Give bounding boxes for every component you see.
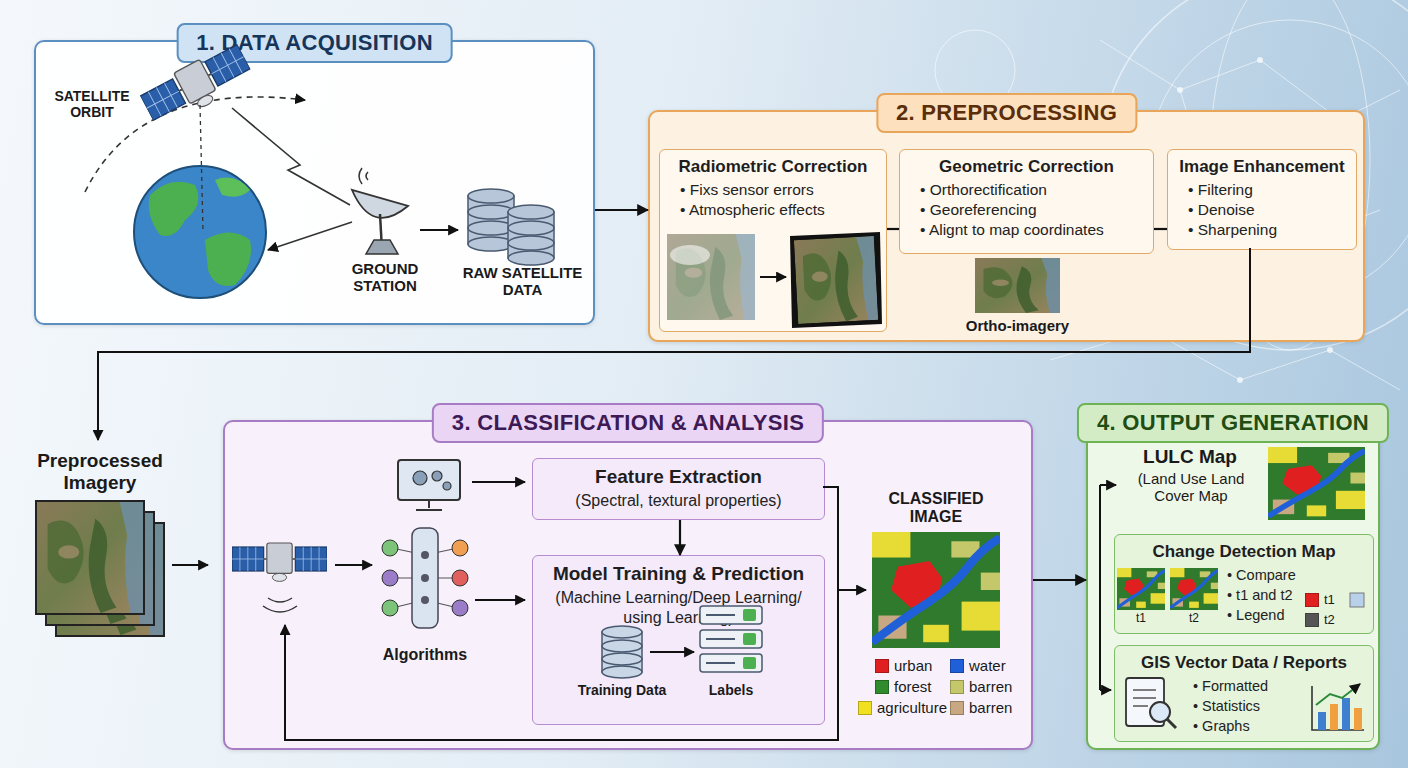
legend-item: t1 bbox=[1305, 592, 1335, 607]
box-text: (Spectral, textural properties) bbox=[533, 491, 824, 511]
legend-text: barren bbox=[969, 699, 1012, 716]
box-text: (Machine Learning/Deep Learning/ using L… bbox=[533, 588, 824, 628]
process-box: Radiometric Correction • Fixs sensor erro… bbox=[659, 149, 887, 332]
legend-text: barren bbox=[969, 678, 1012, 695]
process-box: Feature Extraction (Spectral, textural pr… bbox=[532, 458, 825, 520]
panel-heading: 1. DATA ACQUISITION bbox=[176, 23, 453, 63]
box-text: • Fixs sensor errors bbox=[660, 180, 886, 200]
preprocessed-image-stack bbox=[172, 564, 208, 566]
legend-swatch bbox=[1305, 593, 1319, 607]
legend-text: t2 bbox=[1324, 612, 1335, 627]
flow-connector bbox=[1033, 579, 1086, 581]
text-label: GROUND STATION bbox=[338, 260, 432, 295]
legend-item: t2 bbox=[1305, 612, 1335, 627]
legend-item: urban bbox=[875, 657, 932, 674]
preprocessed-image-stack bbox=[57, 524, 163, 635]
preprocessed-image-stack bbox=[37, 502, 143, 613]
text-label: Ortho-imagery bbox=[960, 317, 1075, 334]
legend-swatch bbox=[1305, 613, 1319, 627]
legend-item: forest bbox=[875, 678, 932, 695]
background-dots bbox=[1327, 347, 1333, 353]
box-text: • Filtering bbox=[1168, 180, 1356, 200]
box-text: • Graphs bbox=[1115, 716, 1373, 736]
legend-swatch bbox=[950, 701, 964, 715]
panel-heading: 4. OUTPUT GENERATION bbox=[1077, 403, 1389, 443]
process-box: Image Enhancement • Filtering• Denoise• S… bbox=[1167, 149, 1357, 250]
text-label: Training Data bbox=[567, 682, 677, 698]
legend-text: water bbox=[969, 657, 1006, 674]
box-text: • Formatted bbox=[1115, 676, 1373, 696]
box-heading: Model Training & Prediction bbox=[533, 556, 824, 585]
legend-swatch bbox=[875, 680, 889, 694]
text-label: RAW SATELLITE DATA bbox=[455, 264, 590, 299]
legend-text: forest bbox=[894, 678, 932, 695]
legend-item: barren bbox=[950, 678, 1012, 695]
box-text: • Georeferencing bbox=[900, 200, 1153, 220]
text-label: t1 bbox=[1128, 612, 1154, 626]
legend-swatch bbox=[950, 659, 964, 673]
process-box: Geometric Correction • Orthorectification… bbox=[899, 149, 1154, 254]
box-text: • Statistics bbox=[1115, 696, 1373, 716]
box-text: • Orthorectification bbox=[900, 180, 1153, 200]
text-label: SATELLITE ORBIT bbox=[42, 88, 142, 120]
preprocessed-image-stack bbox=[35, 500, 145, 615]
legend-swatch bbox=[858, 701, 872, 715]
box-text: • Denoise bbox=[1168, 200, 1356, 220]
legend-item: water bbox=[950, 657, 1006, 674]
process-box: GIS Vector Data / Reports • Formatted• St… bbox=[1114, 645, 1374, 742]
text-label: (Land Use Land Cover Map bbox=[1122, 470, 1260, 505]
background-dots bbox=[1177, 87, 1183, 93]
box-heading: Change Detection Map bbox=[1115, 535, 1373, 562]
panel-heading: 3. CLASSIFICATION & ANALYSIS bbox=[432, 403, 824, 443]
text-label: CLASSIFIED IMAGE bbox=[872, 490, 1000, 527]
text-label: Algorithms bbox=[375, 646, 475, 664]
box-heading: Geometric Correction bbox=[900, 150, 1153, 177]
preprocessed-image-stack bbox=[35, 500, 208, 637]
process-box: Model Training & Prediction (Machine Lear… bbox=[532, 555, 825, 725]
box-heading: GIS Vector Data / Reports bbox=[1115, 646, 1373, 673]
box-heading: Image Enhancement bbox=[1168, 150, 1356, 177]
box-heading: Radiometric Correction bbox=[660, 150, 886, 177]
legend-text: urban bbox=[894, 657, 932, 674]
preprocessed-image-stack bbox=[45, 511, 155, 626]
box-text: • Compare bbox=[1115, 565, 1373, 585]
box-text: • Atmospheric effects bbox=[660, 200, 886, 220]
legend-item: barren bbox=[950, 699, 1012, 716]
box-heading: Feature Extraction bbox=[533, 459, 824, 488]
panel-box: 2. PREPROCESSINGRadiometric Correction• … bbox=[648, 110, 1365, 342]
box-text: • Alignt to map coordinates bbox=[900, 220, 1153, 240]
legend-text: agriculture bbox=[877, 699, 947, 716]
panel-box: 4. OUTPUT GENERATIONChange Detection Map… bbox=[1086, 420, 1380, 750]
panel-heading: 2. PREPROCESSING bbox=[876, 93, 1137, 133]
text-label: Preprocessed Imagery bbox=[25, 450, 175, 494]
legend-item: agriculture bbox=[858, 699, 947, 716]
background-dots bbox=[1257, 57, 1263, 63]
legend-text: t1 bbox=[1324, 592, 1335, 607]
box-text: • Sharpening bbox=[1168, 220, 1356, 240]
text-label: t2 bbox=[1181, 612, 1207, 626]
text-label: Labels bbox=[696, 682, 766, 698]
preprocessed-image-stack bbox=[55, 522, 165, 637]
legend-swatch bbox=[950, 680, 964, 694]
preprocessed-image-stack bbox=[47, 513, 153, 624]
process-box: Change Detection Map• Compare• t1 and t2… bbox=[1114, 534, 1374, 634]
legend-swatch bbox=[875, 659, 889, 673]
text-label: LULC Map bbox=[1120, 446, 1260, 468]
background-dots bbox=[1237, 377, 1243, 383]
flow-connector bbox=[595, 209, 648, 211]
